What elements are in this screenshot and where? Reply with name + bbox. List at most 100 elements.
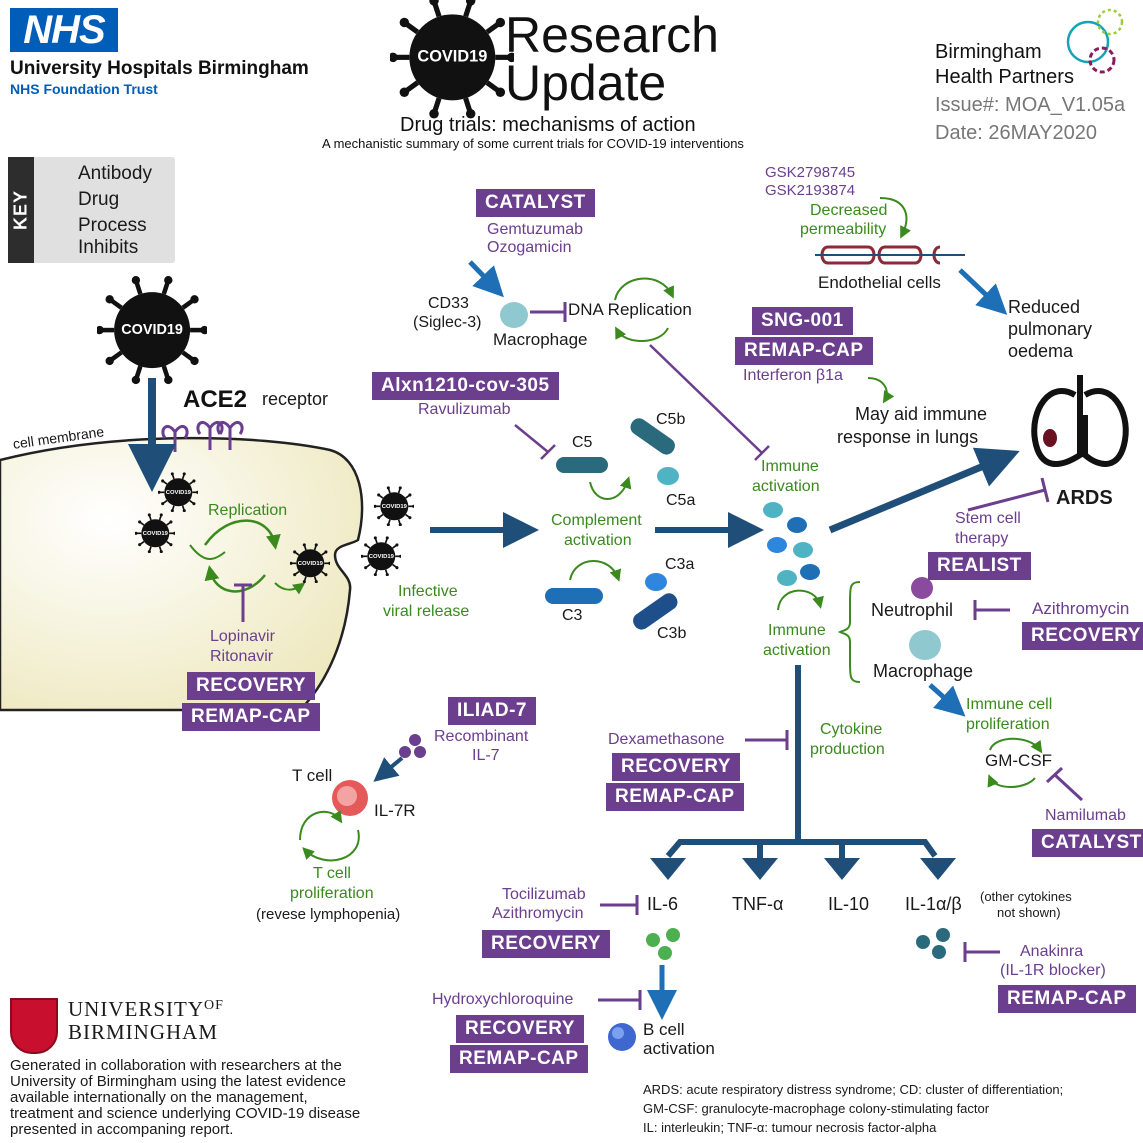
virus-label: COVID19	[417, 47, 487, 65]
hcq-label: Hydroxychloroquine	[432, 991, 574, 1008]
immune-cluster	[763, 502, 820, 586]
ace2-receptor-icon	[161, 421, 244, 452]
ozogamicin-label: Ozogamicin	[487, 239, 572, 256]
tocilizumab-label: Tocilizumab	[502, 886, 586, 903]
nhs-logo: NHS	[10, 8, 118, 52]
c3a-shape	[645, 573, 667, 591]
lymphopenia-label: (revese lymphopenia)	[256, 906, 401, 923]
macrophage-icon	[909, 630, 941, 660]
key-drug: Drug	[78, 189, 120, 210]
recombinant-label: Recombinant	[434, 728, 529, 745]
trial-badge-sng001: SNG-001	[752, 307, 853, 335]
c3-shape	[545, 588, 603, 604]
partner-line-1: Birmingham	[935, 41, 1042, 63]
immune-activation-mid-2: activation	[763, 642, 831, 659]
uni-line-2: BIRMINGHAM	[68, 1020, 219, 1044]
glossary-3: IL: interleukin; TNF-α: tumour necrosis …	[643, 1120, 937, 1135]
t-cell-proliferation-1: T cell	[313, 865, 351, 882]
dna-replication-label: DNA Replication	[568, 300, 692, 319]
t-cell-proliferation-2: proliferation	[290, 885, 374, 902]
trial-badge-recovery: RECOVERY	[187, 672, 315, 700]
virus-label: COVID19	[121, 322, 183, 338]
footer-note-4: treatment and science underlying COVID-1…	[10, 1105, 361, 1122]
oedema-label-3: oedema	[1008, 341, 1074, 361]
org-name: University Hospitals Birmingham	[10, 58, 309, 79]
trial-badge-recovery-2: RECOVERY	[1022, 622, 1143, 650]
key-process: Process	[78, 215, 147, 236]
t-cell-label: T cell	[292, 766, 333, 785]
issue-date: Date: 26MAY2020	[935, 122, 1097, 144]
gsk2193874-label: GSK2193874	[765, 182, 856, 199]
glossary-2: GM-CSF: granulocyte-macrophage colony-st…	[643, 1101, 990, 1116]
complement-label-1: Complement	[551, 512, 642, 529]
tagline: A mechanistic summary of some current tr…	[322, 136, 744, 151]
gemtuzumab-label: Gemtuzumab	[487, 221, 584, 238]
virus-small-icon: COVID19	[289, 543, 331, 583]
il10-label: IL-10	[828, 894, 870, 914]
il7-label: IL-7	[472, 747, 500, 764]
macrophage-cell-icon	[500, 302, 528, 328]
complement-label-2: activation	[564, 532, 632, 549]
c5a-label: C5a	[666, 492, 696, 509]
endothelial-cells-icon	[815, 245, 965, 265]
virus-small-icon: COVID19	[134, 513, 176, 553]
interferon-label: Interferon β1a	[743, 367, 843, 384]
title-line-1: Research	[505, 7, 719, 63]
footer-note-5: presented in accompaning report.	[10, 1121, 234, 1138]
title-line-2: Update	[505, 55, 667, 111]
b-cell-label-2: activation	[643, 1039, 715, 1058]
il7r-label: IL-7R	[374, 801, 416, 820]
subtitle: Drug trials: mechanisms of action	[400, 114, 696, 136]
anakinra-label: Anakinra	[1020, 943, 1084, 960]
key-panel	[8, 157, 175, 263]
gmcsf-label: GM-CSF	[985, 751, 1053, 770]
trial-badge-catalyst: CATALYST	[476, 189, 595, 217]
trial-badge-recovery-3: RECOVERY	[612, 753, 740, 781]
virus-small-icon: COVID19	[360, 536, 402, 576]
immune-response-label-2: response in lungs	[837, 427, 979, 447]
dexamethasone-label: Dexamethasone	[608, 731, 725, 748]
permeability-label-2: permeability	[800, 221, 887, 238]
tnf-label: TNF-α	[732, 894, 784, 914]
virus-small-icon: COVID19	[157, 472, 199, 512]
key-label: KEY	[8, 157, 34, 263]
lungs-icon	[1031, 375, 1129, 467]
key-inhibits: Inhibits	[78, 237, 139, 258]
footer-note-3: available internationally on the managem…	[10, 1089, 308, 1106]
header-virus-icon: COVID19	[389, 0, 515, 119]
uni-line-1: UNIVERSITYOF	[68, 997, 224, 1021]
virus-label: COVID19	[368, 554, 394, 560]
proliferation-label-2: proliferation	[966, 716, 1050, 733]
trial-badge-recovery-4: RECOVERY	[482, 930, 610, 958]
immune-activation-mid-1: Immune	[768, 622, 826, 639]
issue-number: Issue#: MOA_V1.05a	[935, 94, 1126, 116]
footer-note-1: Generated in collaboration with research…	[10, 1057, 342, 1074]
endothelial-cells-label: Endothelial cells	[818, 273, 941, 292]
il6-label: IL-6	[647, 894, 679, 914]
org-subname: NHS Foundation Trust	[10, 81, 158, 97]
virus-label: COVID19	[165, 490, 191, 496]
ravulizumab-label: Ravulizumab	[418, 401, 511, 418]
ace2-label: ACE2	[183, 386, 248, 413]
c3-label: C3	[562, 607, 583, 624]
c5-label: C5	[572, 434, 593, 451]
macrophage-right-label: Macrophage	[873, 661, 974, 681]
other-cytokines-1: (other cytokines	[980, 889, 1072, 904]
c3b-label: C3b	[657, 625, 687, 642]
c3a-label: C3a	[665, 556, 695, 573]
trial-badge-alxn1210: Alxn1210-cov-305	[372, 372, 559, 400]
university-crest-icon	[10, 998, 58, 1054]
virus-label: COVID19	[381, 504, 407, 510]
trial-badge-remap-cap-4: REMAP-CAP	[998, 985, 1136, 1013]
macrophage-top-label: Macrophage	[493, 330, 588, 349]
other-cytokines-2: not shown)	[997, 905, 1061, 920]
trial-badge-recovery-5: RECOVERY	[456, 1015, 584, 1043]
receptor-label: receptor	[262, 389, 329, 409]
stem-cell-label-2: therapy	[955, 530, 1009, 547]
ards-label: ARDS	[1056, 487, 1113, 509]
key-antibody: Antibody	[78, 163, 152, 184]
proliferation-label-1: Immune cell	[966, 696, 1053, 713]
b-cell-label-1: B cell	[643, 1020, 685, 1039]
namilumab-label: Namilumab	[1045, 807, 1126, 824]
